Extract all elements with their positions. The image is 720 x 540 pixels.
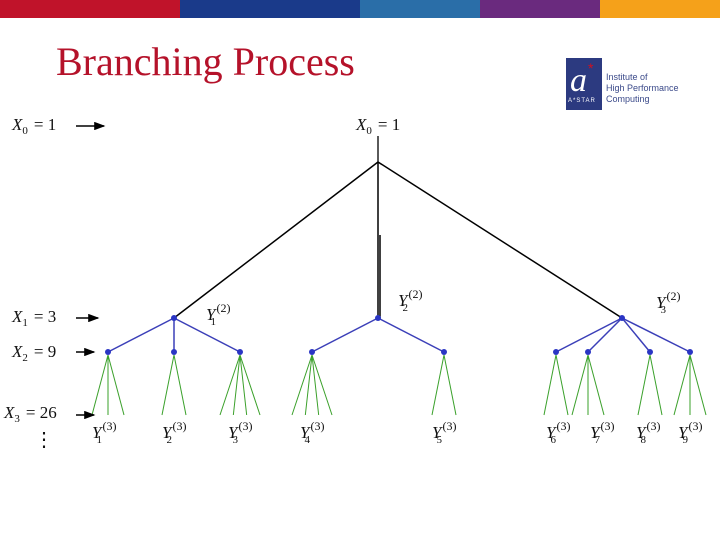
leaf-edge [304,354,313,416]
generation-2-node [553,349,559,355]
level-label-x0: X0= 1 [11,115,56,137]
generation-3-label-y8: Y(3)8 [636,419,660,446]
leaf-edge [219,354,241,416]
leaf-edge [311,354,333,416]
generation-2-node [647,349,653,355]
logo-line: Computing [606,94,650,104]
level-label-x3: X3= 26 [3,403,57,425]
leaf-edge [571,354,589,416]
logo-line: Institute of [606,72,648,82]
color-stripe [480,0,600,18]
generation-2-edge [311,317,379,353]
generation-2-node [171,349,177,355]
generation-2-label-y3: Y(2)3 [656,289,680,316]
generation-2-edge [107,317,175,353]
generation-1-edge [377,161,623,319]
leaf-edge [239,354,261,416]
generation-2-edge [377,317,445,353]
generation-3-label-y9: Y(3)9 [678,419,702,446]
leaf-edge [543,354,557,416]
color-stripe [360,0,480,18]
leaf-edge [311,354,320,416]
generation-1-node [619,315,625,321]
root-label: X0= 1 [355,115,400,137]
logo-mark-letter: a [570,62,587,99]
generation-2-node [687,349,693,355]
leaf-edge [587,354,605,416]
generation-3-label-y5: Y(3)5 [432,419,456,446]
generation-2-edge [555,317,623,353]
leaf-edge [232,354,241,416]
generation-2-node [105,349,111,355]
color-stripe [180,0,360,18]
generation-3-label-y6: Y(3)6 [546,419,570,446]
generation-2-edge [621,317,691,353]
generation-1-node [375,315,381,321]
slide-title: Branching Process [56,39,355,84]
leaf-edge [555,354,569,416]
leaf-edge [689,354,707,416]
generation-3-label-y1: Y(3)1 [92,419,116,446]
generation-2-edge [587,317,623,353]
generation-2-node [441,349,447,355]
color-stripe [600,0,720,18]
leaf-edge [173,354,187,416]
leaf-edge [431,354,445,416]
leaf-edge [291,354,313,416]
continuation-ellipsis: ⋮ [34,429,54,451]
generation-2-label-y2: Y(2)2 [398,287,422,314]
generation-3-label-y3: Y(3)3 [228,419,252,446]
logo-star-icon: * [588,60,594,76]
generation-2-node [309,349,315,355]
leaf-edge [673,354,691,416]
astar-logo-mark: a * A*STAR [566,58,602,110]
leaf-edge [443,354,457,416]
ihpc-logo: a * A*STAR Institute of High Performance… [566,58,686,110]
logo-institute-text: Institute of High Performance Computing [606,72,679,105]
generation-1-edge [173,161,379,319]
generation-3-label-y7: Y(3)7 [590,419,614,446]
level-label-x1: X1= 3 [11,307,56,329]
generation-2-node [585,349,591,355]
leaf-edge [107,354,125,416]
generation-1-node [171,315,177,321]
leaf-edge [239,354,248,416]
color-stripe [0,0,180,18]
generation-2-edge [621,317,651,353]
leaf-edge [649,354,663,416]
level-label-x2: X2= 9 [11,342,56,364]
leaf-edge [91,354,109,416]
generation-2-node [237,349,243,355]
leaf-edge [637,354,651,416]
logo-mark-sub: A*STAR [568,98,596,104]
generation-3-label-y4: Y(3)4 [300,419,324,446]
logo-line: High Performance [606,83,679,93]
generation-2-label-y1: Y(2)1 [206,301,230,328]
generation-3-label-y2: Y(3)2 [162,419,186,446]
generation-2-edge [173,317,241,353]
leaf-edge [161,354,175,416]
